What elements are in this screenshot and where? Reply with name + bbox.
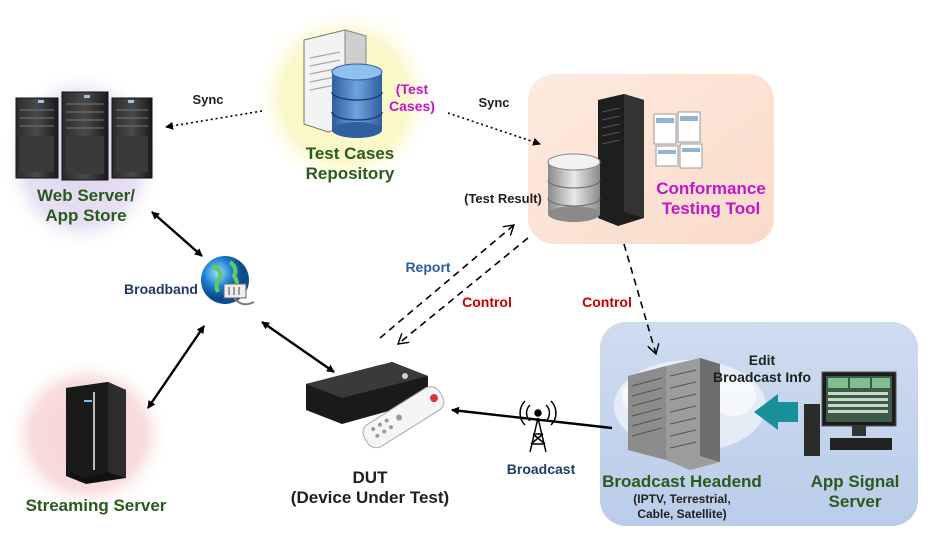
web-server-icon — [15, 91, 153, 181]
repository-label-line2: Repository — [305, 164, 395, 184]
webserver-globe-arrow — [151, 211, 203, 257]
app-signal-server-icon — [804, 371, 897, 456]
test-result-label: (Test Result) — [464, 191, 542, 206]
web-server-label-line2: App Store — [45, 206, 127, 226]
web-server-label-line1: Web Server/ — [37, 186, 135, 205]
conformance-label: Conformance Testing Tool — [650, 179, 772, 220]
web-server-label: Web Server/ App Store — [26, 186, 146, 227]
control-dut-arrow — [398, 237, 529, 344]
headend-label-line1: Broadcast Headend — [602, 472, 762, 491]
globe-dut-arrow — [261, 321, 335, 373]
repository-note: (Test Cases) — [384, 81, 440, 115]
report-label: Report — [405, 259, 451, 275]
edit-broadcast-line1: Edit — [748, 352, 776, 368]
control-headend-label: Control — [582, 294, 632, 310]
repository-note-line1: (Test — [395, 81, 429, 97]
edit-broadcast-line2: Broadcast Info — [712, 368, 811, 385]
headend-label-line3: Cable, Satellite) — [637, 506, 727, 521]
conformance-tool-icon — [547, 94, 703, 226]
dut-label-line2: (Device Under Test) — [290, 488, 450, 508]
report-arrow — [379, 225, 514, 339]
broadband-label: Broadband — [124, 281, 198, 297]
sync-arrow-left — [165, 110, 263, 130]
headend-icon — [614, 358, 766, 470]
edit-broadcast-label: Edit Broadcast Info — [702, 352, 822, 386]
sync-left-label: Sync — [192, 92, 224, 107]
dut-label-line1: DUT — [352, 468, 388, 487]
app-signal-label-line2: Server — [828, 492, 882, 512]
streaming-globe-arrow — [147, 325, 205, 409]
streaming-server-icon — [66, 382, 126, 484]
repository-label-line1: Test Cases — [305, 144, 395, 163]
dut-icon — [306, 362, 445, 449]
app-signal-label: App Signal Server — [800, 472, 910, 513]
headend-label-line2: (IPTV, Terrestrial, — [633, 492, 731, 507]
broadcast-arrow — [451, 406, 613, 430]
sync-arrow-right — [447, 112, 541, 146]
repository-icon — [303, 29, 383, 138]
repository-note-line2: Cases) — [389, 97, 435, 114]
headend-label: Broadcast Headend (IPTV, Terrestrial, Ca… — [594, 472, 770, 521]
control-dut-label: Control — [462, 294, 512, 310]
dut-label: DUT (Device Under Test) — [280, 468, 460, 509]
conformance-label-line2: Testing Tool — [661, 199, 761, 219]
teal-arrow — [754, 394, 798, 430]
conformance-label-line1: Conformance — [656, 179, 766, 198]
sync-right-label: Sync — [478, 95, 510, 110]
globe-icon — [201, 256, 255, 306]
streaming-server-label: Streaming Server — [25, 496, 167, 515]
app-signal-label-line1: App Signal — [810, 472, 900, 491]
broadcast-label: Broadcast — [506, 461, 576, 477]
antenna-icon — [519, 400, 557, 453]
repository-label: Test Cases Repository — [290, 144, 410, 185]
